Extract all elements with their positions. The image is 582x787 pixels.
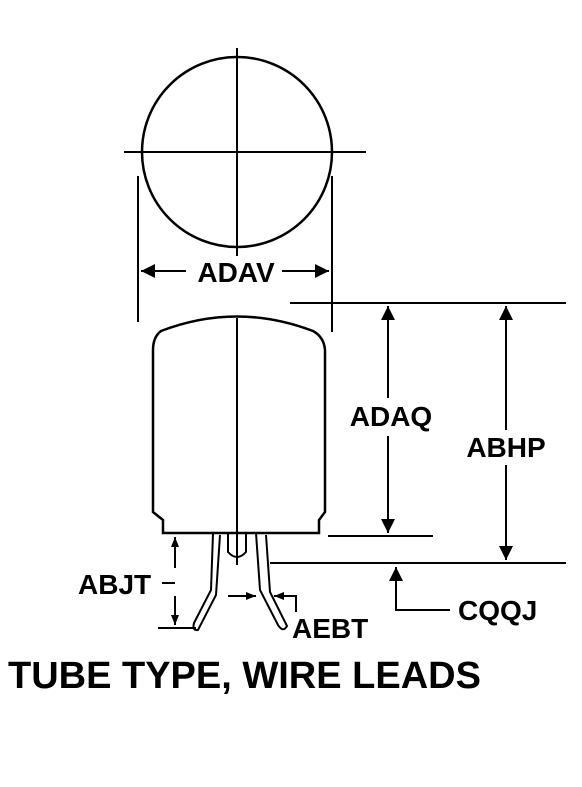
aebt-dimension: AEBT — [228, 592, 368, 644]
label-adaq: ADAQ — [350, 401, 432, 432]
abjt-dimension: ABJT — [78, 537, 196, 629]
diagram-caption: TUBE TYPE, WIRE LEADS — [8, 655, 481, 697]
cqqj-leader — [389, 567, 450, 611]
label-abjt: ABJT — [78, 569, 151, 600]
aebt-leader — [274, 592, 297, 612]
label-abhp: ABHP — [466, 432, 545, 463]
lead-left — [192, 532, 221, 632]
label-adav: ADAV — [197, 257, 275, 288]
label-aebt: AEBT — [292, 613, 368, 644]
tube-pinch-tip — [227, 533, 247, 558]
top-view — [124, 48, 366, 256]
diameter-dimension: ADAV — [137, 176, 333, 332]
height-dimensions: ADAQ ABHP — [270, 302, 566, 564]
lead-right — [255, 532, 289, 631]
wire-leads — [192, 532, 289, 632]
tube-outline — [151, 315, 327, 535]
cqqj-dimension: CQQJ — [389, 567, 537, 626]
tube-body — [151, 315, 327, 565]
label-cqqj: CQQJ — [458, 595, 537, 626]
